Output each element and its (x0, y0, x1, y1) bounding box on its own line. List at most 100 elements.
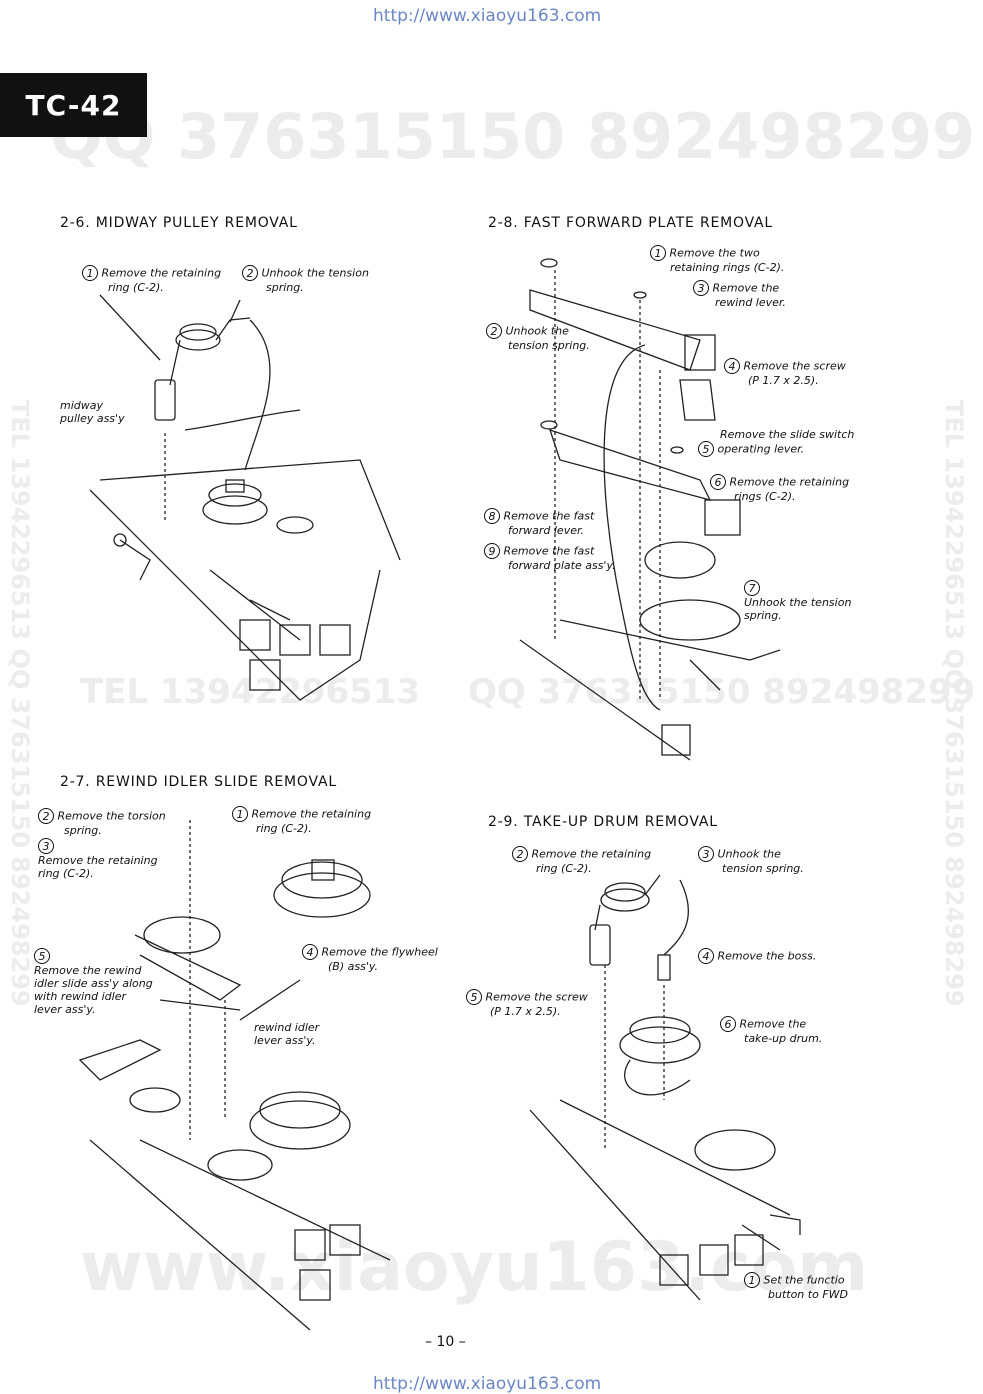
page-number: – 10 – (425, 1334, 466, 1350)
step-2-8-8: 8 Remove the fast forward lever. (484, 508, 594, 537)
step-2-9-5: 5 Remove the screw (P 1.7 x 2.5). (466, 989, 588, 1018)
step-text-line: (P 1.7 x 2.5). (748, 374, 819, 387)
step-number: 3 (698, 846, 714, 862)
step-text-line: Unhook the tension (744, 596, 852, 609)
step-text-line: tension spring. (722, 862, 804, 875)
step-text-line: forward lever. (508, 524, 584, 537)
step-text-line: forward plate ass'y. (508, 559, 616, 572)
section-title-2-6: 2-6. MIDWAY PULLEY REMOVAL (60, 215, 298, 231)
step-text-line: button to FWD (768, 1288, 848, 1301)
step-text-line: Unhook the tension (261, 266, 369, 280)
step-text-line: rewind lever. (715, 296, 786, 309)
step-number: 2 (512, 846, 528, 862)
step-text-line: (P 1.7 x 2.5). (490, 1005, 561, 1018)
step-2-9-2: 2 Remove the retaining ring (C-2). (512, 846, 651, 875)
step-text-line: ring (C-2). (256, 822, 312, 835)
take-up-drum-drawing (529, 874, 801, 1301)
step-text-line: Remove the screw (485, 990, 588, 1004)
step-2-8-1: 1 Remove the two retaining rings (C-2). (650, 245, 784, 274)
step-2-9-3: 3 Unhook the tension spring. (698, 846, 804, 875)
watermark-vertical-left: TEL 13942296513 QQ 376315150 892498299 (6, 400, 34, 1007)
part-label-line: midway (60, 399, 104, 412)
step-number: 5 (34, 948, 50, 964)
step-2-8-9: 9 Remove the fast forward plate ass'y. (484, 543, 616, 572)
step-text-line: Set the functio (763, 1273, 845, 1287)
step-2-7-2: 2 Remove the torsion spring. (38, 808, 166, 837)
step-2-6-1: 1 Remove the retaining ring (C-2). (82, 265, 221, 294)
watermark-qq-top: QQ 376315150 892498299 (50, 100, 976, 173)
step-2-7-3: 3 Remove the retaining ring (C-2). (38, 838, 158, 880)
step-text-line: lever ass'y. (34, 1003, 96, 1016)
step-number: 3 (693, 280, 709, 296)
step-text-line: Remove the rewind (34, 964, 142, 977)
step-text-line: with rewind idler (34, 990, 127, 1003)
bottom-url-link[interactable]: http://www.xiaoyu163.com (373, 1374, 602, 1394)
section-title-2-7: 2-7. REWIND IDLER SLIDE REMOVAL (60, 774, 337, 790)
step-text-line: (B) ass'y. (328, 960, 379, 973)
watermark-vertical-right: TEL 13942296513 QQ 376315150 892498299 (940, 400, 968, 1007)
step-text-line: Remove the screw (743, 359, 846, 373)
step-number: 1 (650, 245, 666, 261)
step-2-8-3: 3 Remove the rewind lever. (693, 280, 786, 309)
step-text-line: Unhook the (717, 847, 781, 861)
step-2-8-6: 6 Remove the retaining rings (C-2). (710, 474, 849, 503)
step-text-line: Remove the retaining (101, 266, 222, 280)
step-text-line: rings (C-2). (734, 490, 796, 503)
watermark-qq-mid: QQ 376315150 892498299 (468, 672, 976, 712)
step-number: 5 (698, 441, 714, 457)
step-2-8-7: 7 Unhook the tension spring. (744, 580, 851, 622)
step-2-7-4: 4 Remove the flywheel (B) ass'y. (302, 944, 438, 973)
step-text-line: take-up drum. (744, 1032, 823, 1045)
part-label-line: pulley ass'y (60, 412, 125, 425)
step-text-line: Remove the (739, 1017, 807, 1031)
step-text-line: idler slide ass'y along (34, 977, 153, 990)
step-text-line: Remove the retaining (531, 847, 652, 861)
step-number: 4 (302, 944, 318, 960)
step-number: 7 (744, 580, 760, 596)
step-number: 6 (710, 474, 726, 490)
step-number: 1 (82, 265, 98, 281)
step-text-line: Remove the two (669, 246, 760, 260)
step-text-line: Unhook the (505, 324, 569, 338)
step-number: 2 (486, 323, 502, 339)
step-number: 1 (744, 1272, 760, 1288)
step-2-8-2: 2 Unhook the tension spring. (486, 323, 590, 352)
step-text-line: tension spring. (508, 339, 590, 352)
step-text-line: Remove the torsion (57, 809, 166, 823)
step-text-line: operating lever. (717, 442, 805, 456)
step-text-line: Remove the (712, 281, 780, 295)
rewind-idler-drawing (78, 820, 391, 1331)
step-2-9-4: 4 Remove the boss. (698, 948, 816, 964)
step-text-line: Remove the retaining (251, 807, 372, 821)
step-2-8-5: Remove the slide switch 5 operating leve… (698, 428, 854, 457)
top-url-link[interactable]: http://www.xiaoyu163.com (373, 6, 602, 26)
step-text-line: Remove the slide switch (720, 428, 855, 441)
part-label-midway-pulley: midway pulley ass'y (60, 399, 125, 425)
step-text-line: retaining rings (C-2). (670, 261, 785, 274)
model-badge: TC-42 (0, 73, 147, 137)
step-number: 5 (466, 989, 482, 1005)
step-2-6-2: 2 Unhook the tension spring. (242, 265, 369, 294)
part-label-line: lever ass'y. (254, 1034, 316, 1047)
step-2-8-4: 4 Remove the screw (P 1.7 x 2.5). (724, 358, 846, 387)
section-title-2-8: 2-8. FAST FORWARD PLATE REMOVAL (488, 215, 774, 231)
step-number: 4 (698, 948, 714, 964)
step-text-line: Remove the retaining (729, 475, 850, 489)
part-label-rewind-idler-lever: rewind idler lever ass'y. (254, 1021, 319, 1047)
step-number: 8 (484, 508, 500, 524)
step-number: 6 (720, 1016, 736, 1032)
step-number: 1 (232, 806, 248, 822)
step-text-line: Remove the flywheel (321, 945, 438, 959)
fast-forward-plate-drawing (519, 258, 781, 761)
section-title-2-9: 2-9. TAKE-UP DRUM REMOVAL (488, 814, 718, 830)
step-text-line: Remove the retaining (38, 854, 158, 867)
step-number: 3 (38, 838, 54, 854)
step-number: 2 (242, 265, 258, 281)
step-2-7-5: 5 Remove the rewind idler slide ass'y al… (34, 948, 153, 1016)
step-text-line: ring (C-2). (536, 862, 592, 875)
step-text-line: spring. (64, 824, 102, 837)
step-text-line: spring. (266, 281, 304, 294)
part-label-line: rewind idler (254, 1021, 320, 1034)
step-text-line: ring (C-2). (38, 867, 94, 880)
